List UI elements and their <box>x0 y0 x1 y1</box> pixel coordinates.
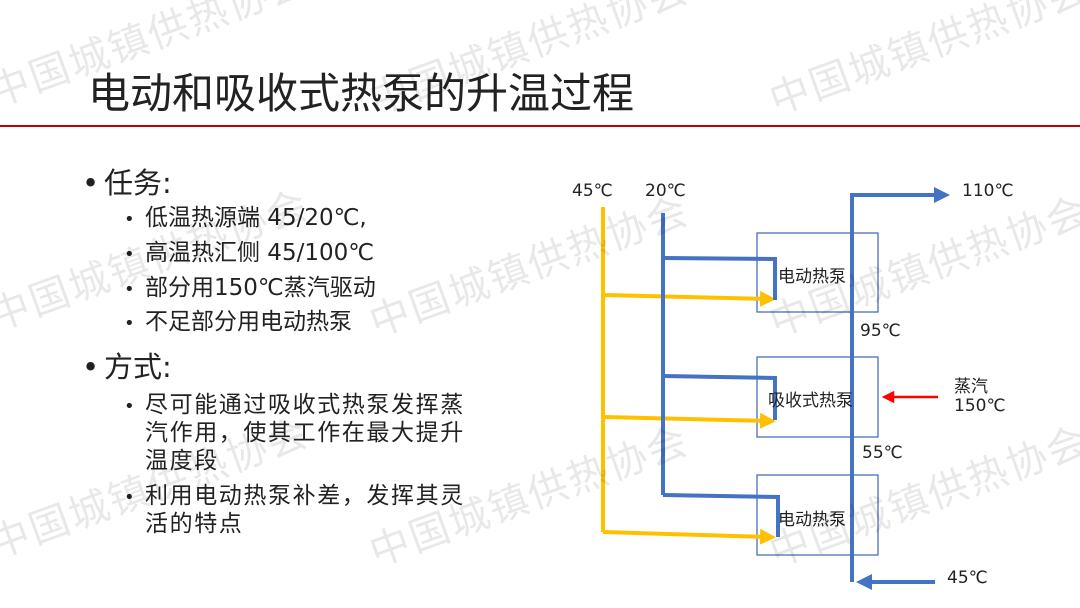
list-item: •不足部分用电动热泵 <box>124 309 352 335</box>
list-item-text: 不足部分用电动热泵 <box>145 309 352 335</box>
bullet-method: •方式: <box>82 350 172 384</box>
list-item-text: 高温热汇侧 45/100℃ <box>145 240 375 266</box>
list-item: •利用电动热泵补差，发挥其灵活的特点 <box>124 482 480 538</box>
list-item: •低温热源端 45/20℃, <box>124 205 367 231</box>
box-label: 电动热泵 <box>778 510 846 530</box>
source-supply-temp: 45℃ <box>572 181 613 201</box>
title-underline <box>0 125 1080 127</box>
sink-in-temp: 45℃ <box>947 568 988 588</box>
list-item-text: 部分用150℃蒸汽驱动 <box>145 275 376 301</box>
bullet-tasks: •任务: <box>82 166 172 200</box>
box-label: 电动热泵 <box>778 267 846 287</box>
electric-heat-pump-box-bottom <box>756 474 879 556</box>
sink-pipe <box>850 187 950 590</box>
list-item-text: 低温热源端 45/20℃, <box>145 205 367 231</box>
bullet-label: 任务: <box>104 166 172 200</box>
list-item: •部分用150℃蒸汽驱动 <box>124 275 376 301</box>
sink-mid-temp-1: 95℃ <box>860 321 901 341</box>
electric-heat-pump-box-top <box>756 232 879 313</box>
bullet-label: 方式: <box>104 350 172 384</box>
page-title: 电动和吸收式热泵的升温过程 <box>88 69 635 118</box>
list-item-text: 利用电动热泵补差，发挥其灵活的特点 <box>145 483 465 537</box>
steam-temp: 150℃ <box>954 396 1006 416</box>
absorption-heat-pump-box <box>756 356 879 438</box>
list-item-text: 尽可能通过吸收式热泵发挥蒸汽作用，使其工作在最大提升温度段 <box>145 392 465 474</box>
return-pipes <box>661 213 780 537</box>
hot-source-pipes <box>601 207 776 545</box>
list-item: •高温热汇侧 45/100℃ <box>124 240 375 266</box>
list-item: •尽可能通过吸收式热泵发挥蒸汽作用，使其工作在最大提升温度段 <box>124 391 480 475</box>
box-label: 吸收式热泵 <box>768 391 853 411</box>
sink-mid-temp-2: 55℃ <box>862 443 903 463</box>
source-return-temp: 20℃ <box>645 181 686 201</box>
steam-label: 蒸汽 <box>954 377 988 397</box>
sink-out-temp: 110℃ <box>962 181 1014 201</box>
